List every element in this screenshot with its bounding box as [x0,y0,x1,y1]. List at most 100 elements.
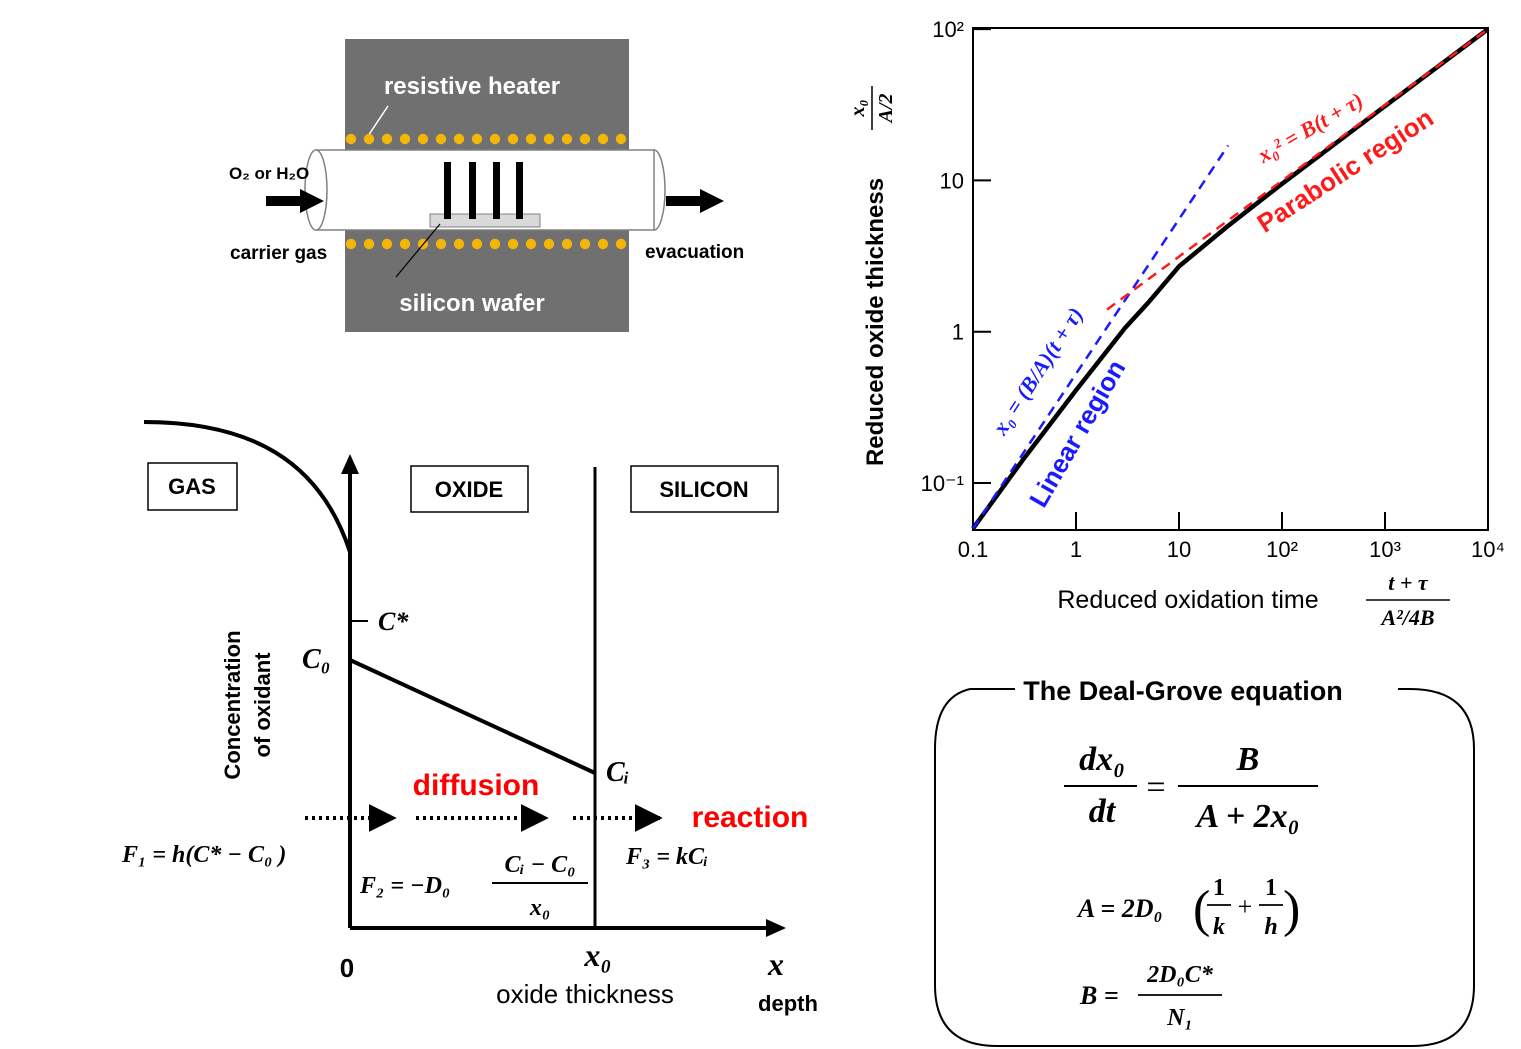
heater-dot [435,238,447,250]
heater-dots-bottom [345,238,627,250]
a-paren-open: ( [1193,881,1210,938]
concentration-profile: GAS OXIDE SILICON Concentration of oxida… [121,420,818,1016]
region-silicon-box [630,465,779,513]
heater-dot [579,133,591,145]
wafer-tray [429,213,541,228]
heater-dot [489,238,501,250]
depth-label: depth [758,991,818,1016]
x0-label: x₀ [583,937,611,973]
gas-concentration-curve [143,420,352,553]
y-tick-label: 10⁻¹ [921,471,964,496]
evacuation-label: evacuation [645,242,744,263]
x-tick-label: 10 [1167,537,1191,562]
thickness-label: oxide thickness [496,979,674,1009]
heater-dot [507,238,519,250]
wafer-1 [444,162,451,219]
heater-dot [399,238,411,250]
equation-box: The Deal-Grove equation dx₀ dt = B A + 2… [934,676,1475,1047]
lhs-numerator: dx₀ [1079,741,1125,778]
tube-outlet-end [653,149,666,231]
evacuation-arrow [666,189,724,213]
y-frac-num: x₀ [847,99,869,117]
wafer-label: silicon wafer [399,290,544,317]
oxide-concentration-line [349,658,596,775]
heater-dot [561,238,573,250]
ci-label: Cᵢ [606,757,629,788]
linear-asymptote [971,144,1230,530]
heater-dot [381,238,393,250]
equation-box-title: The Deal-Grove equation [1023,676,1343,706]
origin-label: 0 [340,953,354,983]
a-term2-den: h [1264,914,1277,940]
heater-dot [471,133,483,145]
f2-denominator: x₀ [529,895,550,921]
heater-dot [363,133,375,145]
heater-dots-top [345,133,627,145]
rhs-numerator: B [1236,741,1260,778]
carrier-gas-label: carrier gas [230,243,327,264]
heater-dot [417,133,429,145]
reaction-label: reaction [692,801,809,834]
heater-dot [453,238,465,250]
b-denominator: N₁ [1166,1005,1193,1031]
plot-frame [972,27,1489,531]
chart-series [971,27,1490,530]
heater-dot [525,238,537,250]
diffusion-label: diffusion [413,769,540,802]
f2-lhs: F₂ = −D₀ [359,873,450,899]
x-tick-label: 10³ [1369,537,1401,562]
b-definition-lhs: B = [1079,981,1119,1010]
rhs-denominator: A + 2x₀ [1194,798,1299,835]
main-curve [971,27,1490,530]
heater-dot [543,133,555,145]
f2-numerator: Cᵢ − C₀ [505,852,576,878]
f1-equation: F₁ = h(C* − C₀ ) [121,842,286,868]
heater-dot [399,133,411,145]
heater-dot [435,133,447,145]
a-definition-lhs: A = 2D₀ [1076,894,1163,923]
y-tick-label: 10² [932,17,964,42]
a-term1-num: 1 [1213,875,1225,901]
region-oxide-label: OXIDE [435,477,503,502]
y-label-line1: Concentration [220,630,245,779]
y-axis-title: Reduced oxide thickness [862,178,889,466]
tube-inlet-end [304,149,328,231]
heater-dot [345,133,357,145]
heater-label: resistive heater [384,73,560,100]
region-silicon-label: SILICON [659,477,748,502]
heater-pointer [367,105,389,137]
heater-dot [381,133,393,145]
region-gas-box [147,462,238,511]
gas-in-arrow [266,189,324,213]
wafer-pointer [395,223,441,278]
y-tick-label: 10 [940,168,964,193]
heater-dot [597,133,609,145]
equals-sign: = [1146,769,1165,806]
c-star-label: C* [378,607,409,636]
x-frac-den: A²/4B [1379,605,1434,630]
wafer-3 [493,162,500,219]
y-axis-arrowhead [341,454,359,474]
wafer-2 [469,162,476,219]
heater-dot [543,238,555,250]
furnace-schematic: resistive heater silicon wafer O₂ or H₂O… [229,39,744,332]
y-tick-label: 1 [952,320,964,345]
x-axis-title: Reduced oxidation time [1057,586,1318,614]
y-ticks: 10⁻¹ 1 10 10² [921,17,991,496]
x-tick-label: 10⁴ [1471,537,1505,562]
region-gas-label: GAS [168,474,216,499]
a-term1-den: k [1213,914,1225,940]
heater-dot [507,133,519,145]
x-axis-arrowhead [766,919,786,937]
b-numerator: 2D₀C* [1146,962,1214,988]
a-paren-close: ) [1283,881,1300,938]
y-axis-fraction: x₀ A/2 [847,86,897,130]
heater-dot [525,133,537,145]
heater-dot [579,238,591,250]
region-oxide-box [410,465,529,513]
wafer-4 [516,162,523,219]
c0-label: C₀ [302,644,330,675]
